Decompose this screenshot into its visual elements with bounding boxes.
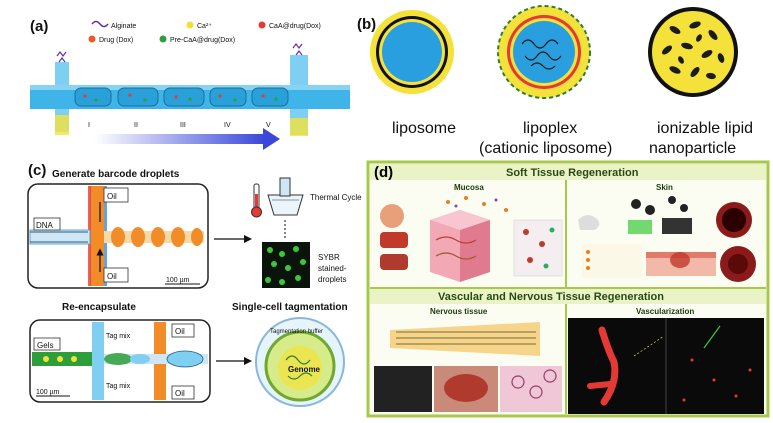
legend-calcium: Ca²⁺ xyxy=(197,23,212,30)
soft-tissue-header xyxy=(370,164,766,180)
left-calcium-inlet xyxy=(55,115,69,135)
bottom-scale-label: 100 µm xyxy=(36,389,60,396)
bottom-oil-label: Oil xyxy=(107,272,117,281)
progress-arrow-head xyxy=(263,128,280,150)
top-oil-label: Oil xyxy=(107,192,117,201)
panel-a: (a) Alginate Ca²⁺ CaA@drug(Dox) Drug (Do… xyxy=(0,0,370,160)
panel-c: (c) Generate barcode droplets Oil Oil DN… xyxy=(0,160,370,423)
thermal-cycler-icon xyxy=(267,177,304,216)
legend-caa-drug: CaA@drug(Dox) xyxy=(269,23,321,30)
pre-caa-legend-icon xyxy=(159,35,167,43)
mucosa-illustration xyxy=(380,196,563,282)
stage-ii: II xyxy=(134,122,138,129)
thermal-cycle-label: Thermal Cycle xyxy=(310,193,362,202)
microfluidic-channel-diagram: Alginate Ca²⁺ CaA@drug(Dox) Drug (Dox) P… xyxy=(30,20,350,150)
vascularization-title: Vascularization xyxy=(636,307,694,316)
legend-pre-caa: Pre-CaA@drug(Dox) xyxy=(170,37,235,44)
nervous-tissue-title: Nervous tissue xyxy=(430,307,488,316)
alginate-legend-icon xyxy=(91,20,109,28)
generate-barcode-title: Generate barcode droplets xyxy=(52,169,180,180)
stage-iii: III xyxy=(180,122,186,129)
tag-mix-bottom-label: Tag mix xyxy=(106,383,131,390)
panel-d-label: (d) xyxy=(374,164,393,181)
lnp-sublabel: nanoparticle xyxy=(649,140,736,157)
oil-top-label-bottom: Oil xyxy=(175,327,185,336)
top-oil-channel xyxy=(90,186,104,286)
reencapsulate-title: Re-encapsulate xyxy=(62,302,136,313)
sybr-label-2: stained- xyxy=(318,264,347,273)
tagmentation-buffer-label: Tagmentation buffer xyxy=(270,329,323,335)
tag-mix-channel xyxy=(92,322,104,400)
ionizable-lnp-illustration xyxy=(648,7,738,97)
single-cell-title: Single-cell tagmentation xyxy=(232,302,348,313)
right-calcium-inlet xyxy=(290,118,308,136)
drug-legend-icon xyxy=(88,35,96,43)
skin-illustration xyxy=(578,196,756,282)
panel-b-label: (b) xyxy=(357,16,377,33)
vascularization-illustration xyxy=(568,318,764,414)
sybr-droplets xyxy=(265,246,306,285)
nervous-tissue-illustration xyxy=(374,322,562,412)
thermometer-icon xyxy=(251,183,262,218)
caa-drug-legend-icon xyxy=(258,21,266,29)
droplet-segments xyxy=(74,87,289,107)
lipid-particle-diagrams: liposome lipoplex (cationic liposome) io… xyxy=(370,5,753,157)
mucosa-title: Mucosa xyxy=(454,183,484,192)
top-scale-label: 100 µm xyxy=(166,277,190,284)
sybr-label-3: droplets xyxy=(318,275,346,284)
stage-iv: IV xyxy=(224,122,231,129)
barcode-droplets xyxy=(111,227,203,247)
soft-tissue-title: Soft Tissue Regeneration xyxy=(506,167,639,179)
liposome-label: liposome xyxy=(392,120,456,137)
panel-b: (b) xyxy=(355,0,773,165)
skin-title: Skin xyxy=(656,183,673,192)
gels-label: Gels xyxy=(37,341,53,350)
lipoplex-illustration xyxy=(497,5,591,99)
droplet-barcoding-diagram: Generate barcode droplets Oil Oil DNA 10… xyxy=(27,169,362,407)
legend-alginate: Alginate xyxy=(111,23,136,30)
genome-label: Genome xyxy=(288,365,321,374)
progress-arrow xyxy=(95,134,265,144)
stage-i: I xyxy=(88,122,90,129)
tag-mix-top-label: Tag mix xyxy=(106,333,131,340)
panel-c-label: (c) xyxy=(28,162,47,179)
oil-bottom-label-bottom: Oil xyxy=(175,389,185,398)
stage-v: V xyxy=(266,122,271,129)
vascular-header xyxy=(370,288,766,304)
lnp-label: ionizable lipid xyxy=(657,120,753,137)
tissue-regeneration-figure: Soft Tissue Regeneration (d) Mucosa Skin xyxy=(366,160,770,418)
liposome-illustration xyxy=(370,10,454,94)
legend-drug: Drug (Dox) xyxy=(99,37,133,44)
dna-label: DNA xyxy=(36,221,54,230)
lipoplex-label: lipoplex xyxy=(523,120,577,137)
tagmentation-illustration xyxy=(255,317,345,407)
panel-a-label: (a) xyxy=(30,18,49,35)
vascular-nervous-title: Vascular and Nervous Tissue Regeneration xyxy=(438,291,664,303)
calcium-legend-icon xyxy=(186,21,194,29)
sybr-label-1: SYBR xyxy=(318,253,340,262)
panel-d: Soft Tissue Regeneration (d) Mucosa Skin xyxy=(366,160,770,418)
lipoplex-sublabel: (cationic liposome) xyxy=(479,140,612,157)
